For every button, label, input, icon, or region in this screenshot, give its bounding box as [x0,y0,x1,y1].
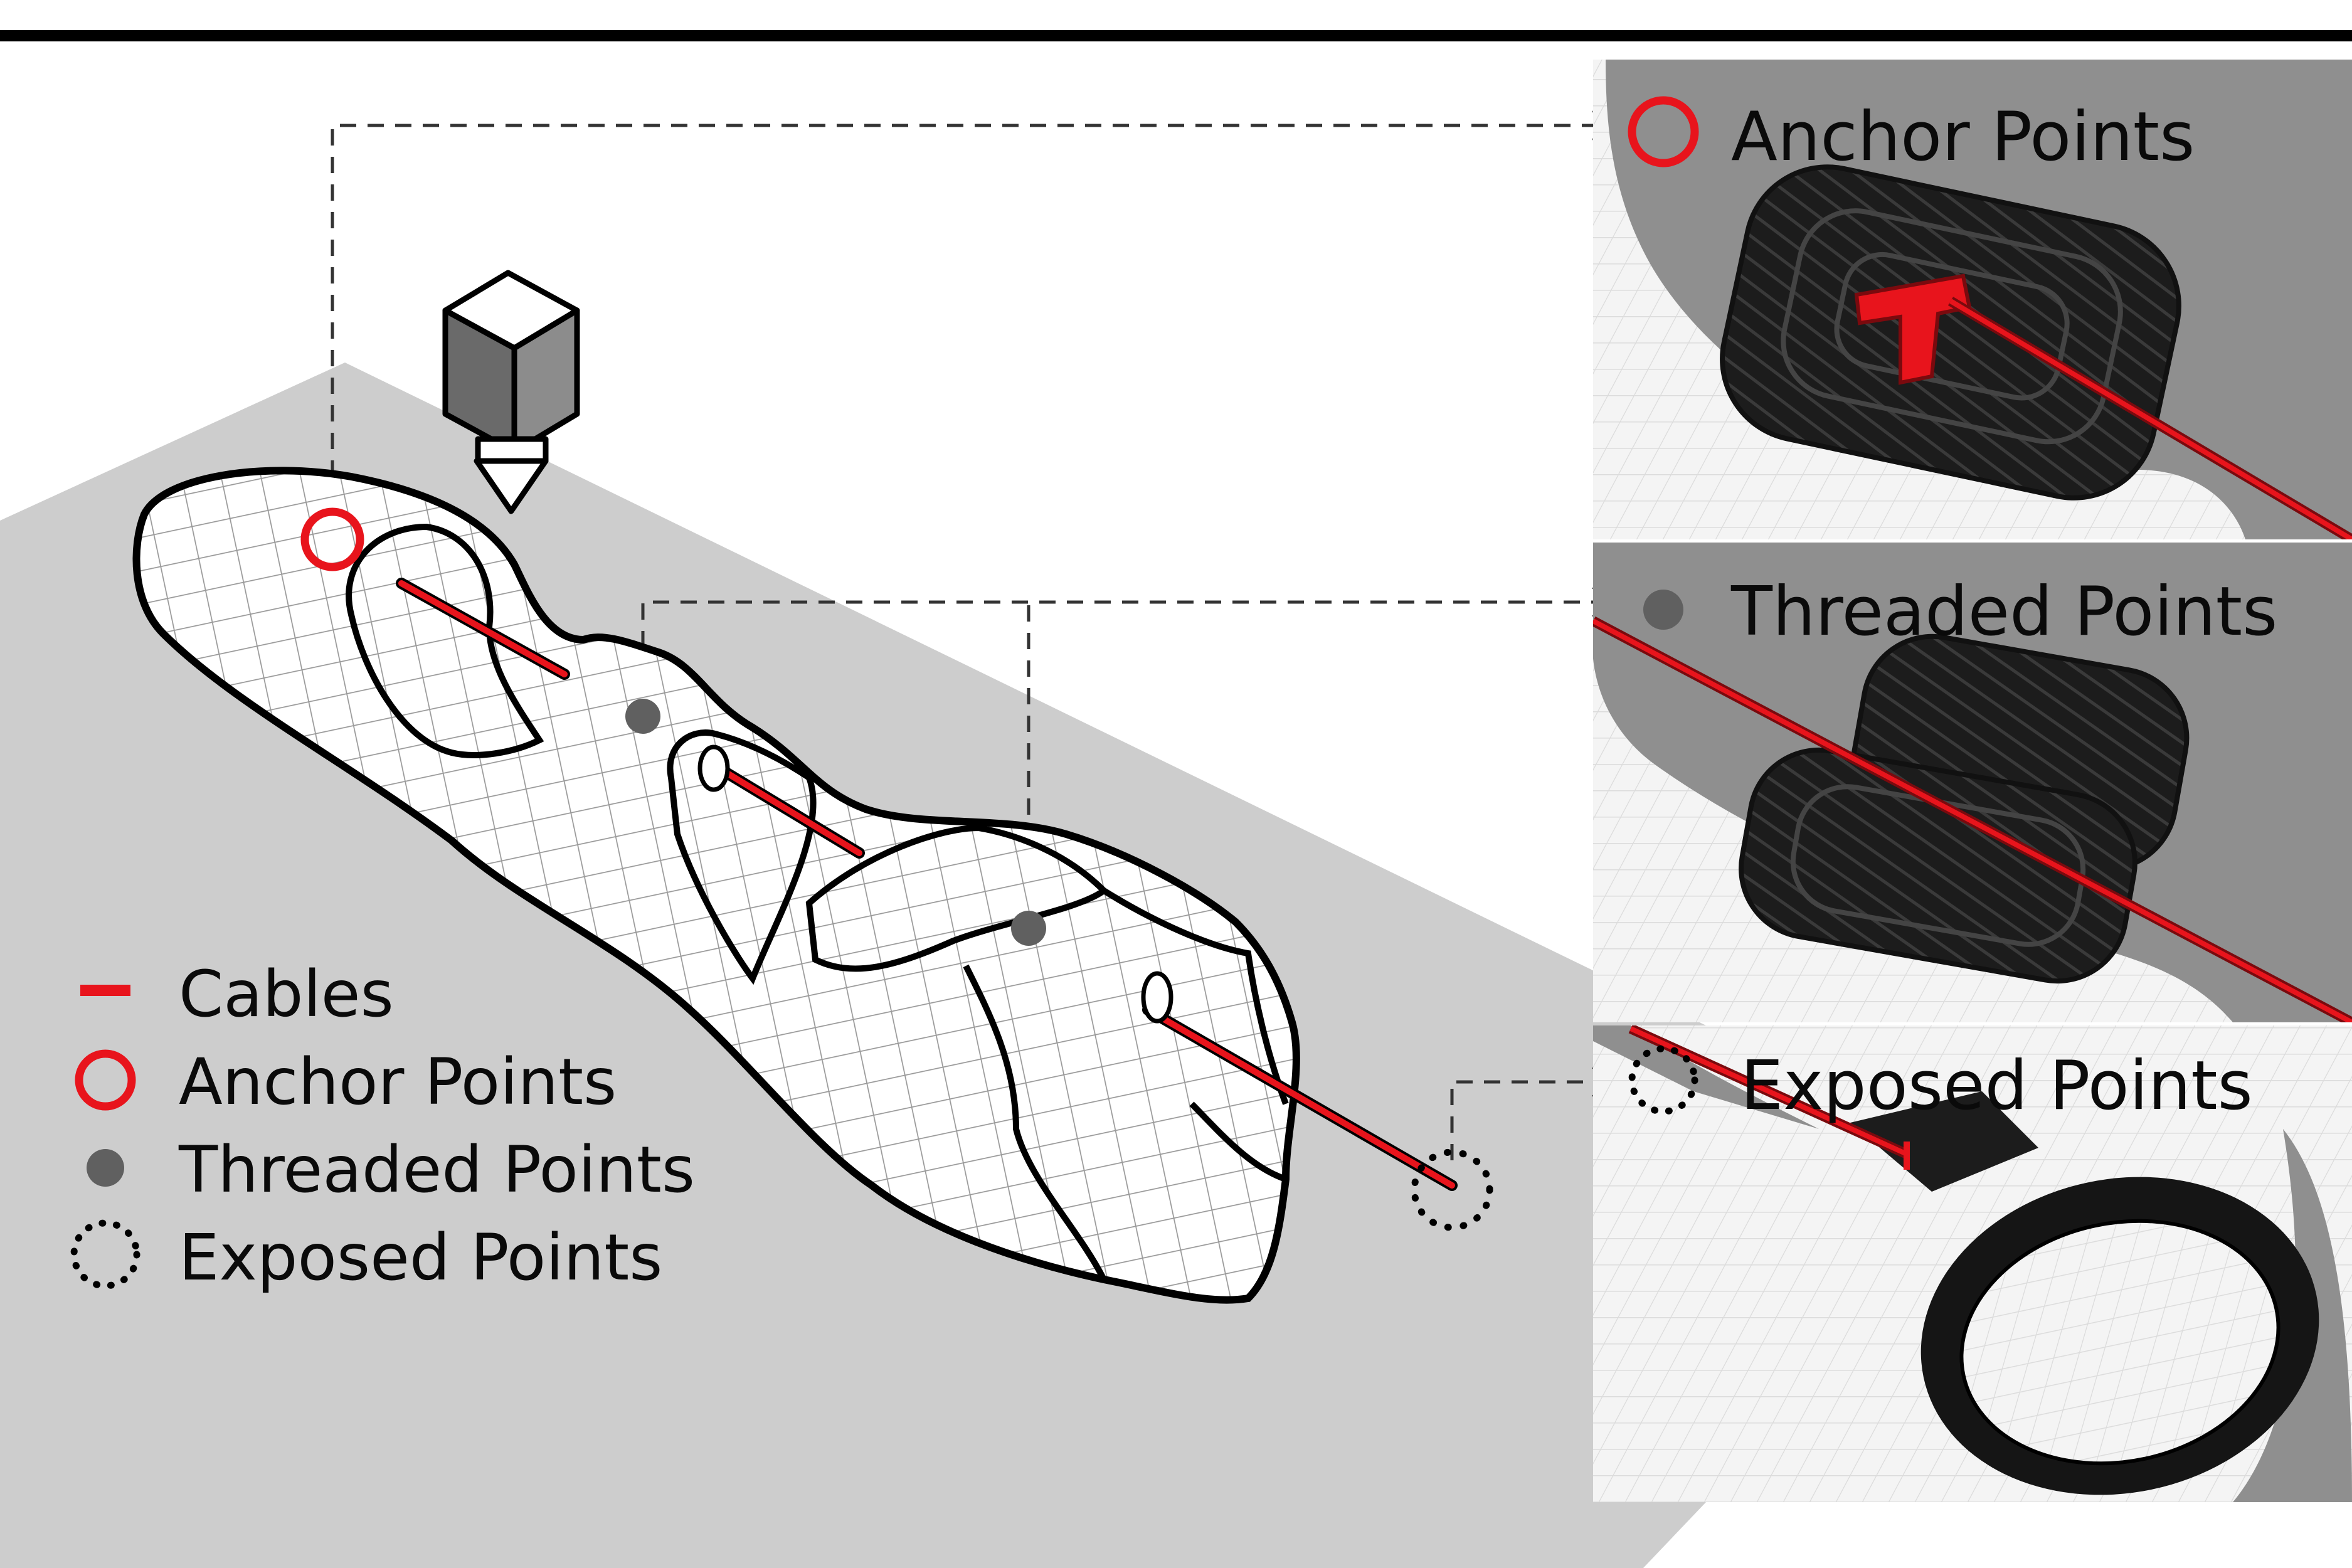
legend-anchor-label: Anchor Points [179,1045,617,1120]
threaded-dot-icon [1643,590,1683,630]
cable-hole [697,744,730,792]
panel-anchor-render [1593,60,2352,539]
exposed-point-marker [1411,1148,1493,1231]
cable-hole [1141,971,1173,1024]
panel-threaded-render [1593,543,2352,1022]
cable [396,578,1458,1191]
threaded-point-marker [1011,911,1046,946]
legend: Cables Anchor Points Threaded Points Exp… [70,957,695,1295]
cable-dash-icon [80,985,130,996]
panel-base-notch [1643,1502,2352,1568]
legend-threaded-label: Threaded Points [178,1133,695,1207]
panel-exposed-render [1593,1025,2352,1502]
top-rule [0,30,2352,41]
print-nozzle-icon [442,270,580,514]
exposed-dotted-ring-icon [70,1219,140,1290]
legend-exposed-label: Exposed Points [179,1221,662,1295]
anchor-ring-icon [75,1049,136,1111]
anchor-ring-icon [1628,96,1699,167]
panel-threaded-label: Threaded Points [1730,573,2277,651]
threaded-dot-icon [87,1149,124,1187]
anchor-point-marker [300,507,364,571]
threaded-point-marker [625,699,660,734]
legend-cables-label: Cables [179,957,394,1032]
mesh-object [132,467,1300,1304]
panel-anchor-label: Anchor Points [1731,98,2195,176]
panel-exposed-label: Exposed Points [1740,1047,2253,1125]
exposed-dotted-ring-icon [1628,1045,1698,1115]
